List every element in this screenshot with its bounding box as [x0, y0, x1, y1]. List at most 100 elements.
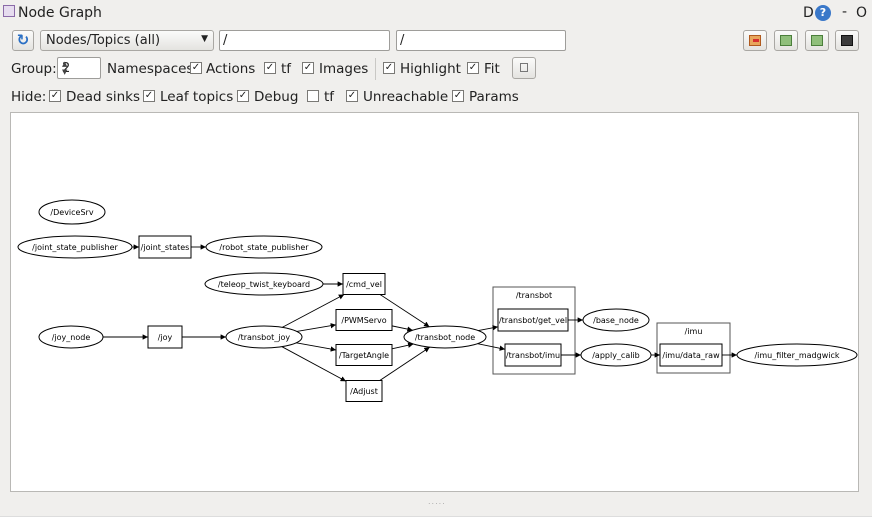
node-label: /cmd_vel [346, 280, 382, 289]
hide-label: Hide: [11, 89, 47, 105]
group-label: /transbot [516, 291, 552, 300]
app-icon [3, 5, 15, 17]
graph-topic[interactable]: /joy [147, 325, 183, 349]
graph-topic[interactable]: /joint_states [138, 235, 192, 259]
screenshot-icon [841, 35, 853, 46]
node-label: /apply_calib [592, 351, 640, 360]
node-label: /PWMServo [341, 316, 386, 325]
save-dot-button[interactable] [774, 30, 798, 51]
graph-topic[interactable]: /transbot/imu [504, 343, 562, 367]
node-label: /transbot/get_vel [499, 316, 567, 325]
group-label: Group: [11, 61, 57, 77]
actions-label: Actions [206, 61, 256, 77]
graph-edge [379, 294, 430, 328]
leaf-topics-label: Leaf topics [160, 89, 234, 105]
fit-view-icon [520, 63, 528, 72]
node-label: /DeviceSrv [50, 208, 93, 217]
group-spinbox[interactable]: 2 ▲ ▼ [57, 57, 101, 79]
graph-node[interactable]: /base_node [582, 308, 650, 332]
graph-node[interactable]: /joint_state_publisher [17, 235, 133, 259]
node-label: /TargetAngle [339, 351, 389, 360]
graph-topic[interactable]: /cmd_vel [342, 273, 386, 295]
hide-tf-label: tf [324, 89, 335, 105]
unreachable-label: Unreachable [363, 89, 449, 105]
tf-label: tf [281, 61, 292, 77]
graph-topic[interactable]: /PWMServo [335, 309, 393, 331]
node-graph[interactable]: /transbot/imu /DeviceSrv/joint_state_pub… [11, 113, 858, 491]
graph-edge [282, 294, 345, 328]
node-label: /base_node [593, 316, 639, 325]
background-strip [0, 516, 872, 525]
topic-filter-value: / [400, 33, 405, 48]
node-label: /robot_state_publisher [219, 243, 309, 252]
screenshot-button[interactable] [835, 30, 859, 51]
graph-edge [296, 342, 337, 352]
refresh-button[interactable]: ↻ [12, 30, 34, 51]
graph-canvas[interactable]: /transbot/imu /DeviceSrv/joint_state_pub… [10, 112, 859, 492]
node-label: /imu_filter_madgwick [754, 351, 839, 360]
params-checkbox[interactable]: ✓ [452, 90, 464, 102]
save-icon [780, 35, 792, 46]
dead-sinks-checkbox[interactable]: ✓ [49, 90, 61, 102]
graph-edge [478, 325, 499, 332]
refresh-icon: ↻ [16, 31, 30, 49]
debug-label: Debug [254, 89, 299, 105]
node-filter-input[interactable]: / [219, 30, 390, 51]
graph-node[interactable]: /transbot_joy [225, 325, 303, 349]
fit-label: Fit [484, 61, 500, 77]
graph-edge [391, 325, 413, 332]
node-label: /transbot_node [415, 333, 475, 342]
namespaces-label: Namespaces [107, 61, 194, 77]
images-checkbox[interactable]: ✓ [302, 62, 314, 74]
graph-edge [379, 346, 430, 381]
graph-node[interactable]: /teleop_twist_keyboard [204, 272, 324, 296]
images-label: Images [319, 61, 369, 77]
graph-edge [281, 346, 347, 382]
node-label: /Adjust [350, 387, 378, 396]
window-title: Node Graph [18, 5, 102, 21]
graph-node[interactable]: /joy_node [38, 325, 104, 349]
graph-topic[interactable]: /Adjust [345, 380, 383, 402]
node-label: /joy [158, 333, 173, 342]
tf-checkbox[interactable]: ✓ [264, 62, 276, 74]
graph-topic[interactable]: /transbot/get_vel [497, 308, 569, 332]
spin-down-icon[interactable]: ▼ [62, 68, 68, 76]
debug-checkbox[interactable]: ✓ [237, 90, 249, 102]
node-label: /imu/data_raw [662, 351, 720, 360]
spin-up-icon[interactable]: ▲ [62, 60, 68, 68]
highlight-label: Highlight [400, 61, 461, 77]
minimize-button[interactable]: - [842, 4, 848, 20]
node-label: /joint_state_publisher [32, 243, 118, 252]
graph-edge [391, 342, 414, 350]
topic-filter-input[interactable]: / [396, 30, 566, 51]
graph-node[interactable]: /apply_calib [580, 343, 652, 367]
node-filter-value: / [223, 33, 228, 48]
graph-node[interactable]: /DeviceSrv [38, 199, 106, 225]
unreachable-checkbox[interactable]: ✓ [346, 90, 358, 102]
node-label: /transbot/imu [506, 351, 560, 360]
graph-node[interactable]: /transbot_node [403, 325, 487, 349]
actions-checkbox[interactable]: ✓ [190, 62, 202, 74]
graph-topic[interactable]: /TargetAngle [335, 344, 393, 366]
title-bar: Node Graph D ? - O [0, 0, 872, 26]
save-image-icon [811, 35, 823, 46]
splitter-handle[interactable]: ..... [428, 497, 446, 506]
graph-edge [296, 323, 337, 332]
close-button[interactable]: O [856, 5, 868, 21]
fit-in-view-button[interactable] [512, 57, 536, 79]
params-label: Params [469, 89, 519, 105]
leaf-topics-checkbox[interactable]: ✓ [143, 90, 155, 102]
graph-edge [477, 343, 506, 351]
fit-checkbox[interactable]: ✓ [467, 62, 479, 74]
graph-node[interactable]: /imu_filter_madgwick [736, 343, 858, 367]
help-icon[interactable]: ? [815, 5, 831, 21]
node-label: /joint_states [141, 243, 190, 252]
window-d-button[interactable]: D [803, 5, 814, 21]
highlight-checkbox[interactable]: ✓ [383, 62, 395, 74]
graph-topic[interactable]: /imu/data_raw [659, 343, 723, 367]
save-svg-button[interactable] [805, 30, 829, 51]
hide-tf-checkbox[interactable] [307, 90, 319, 102]
graph-mode-select[interactable]: Nodes/Topics (all) ▼ [40, 30, 214, 51]
graph-node[interactable]: /robot_state_publisher [205, 235, 323, 259]
open-dot-button[interactable] [743, 30, 767, 51]
